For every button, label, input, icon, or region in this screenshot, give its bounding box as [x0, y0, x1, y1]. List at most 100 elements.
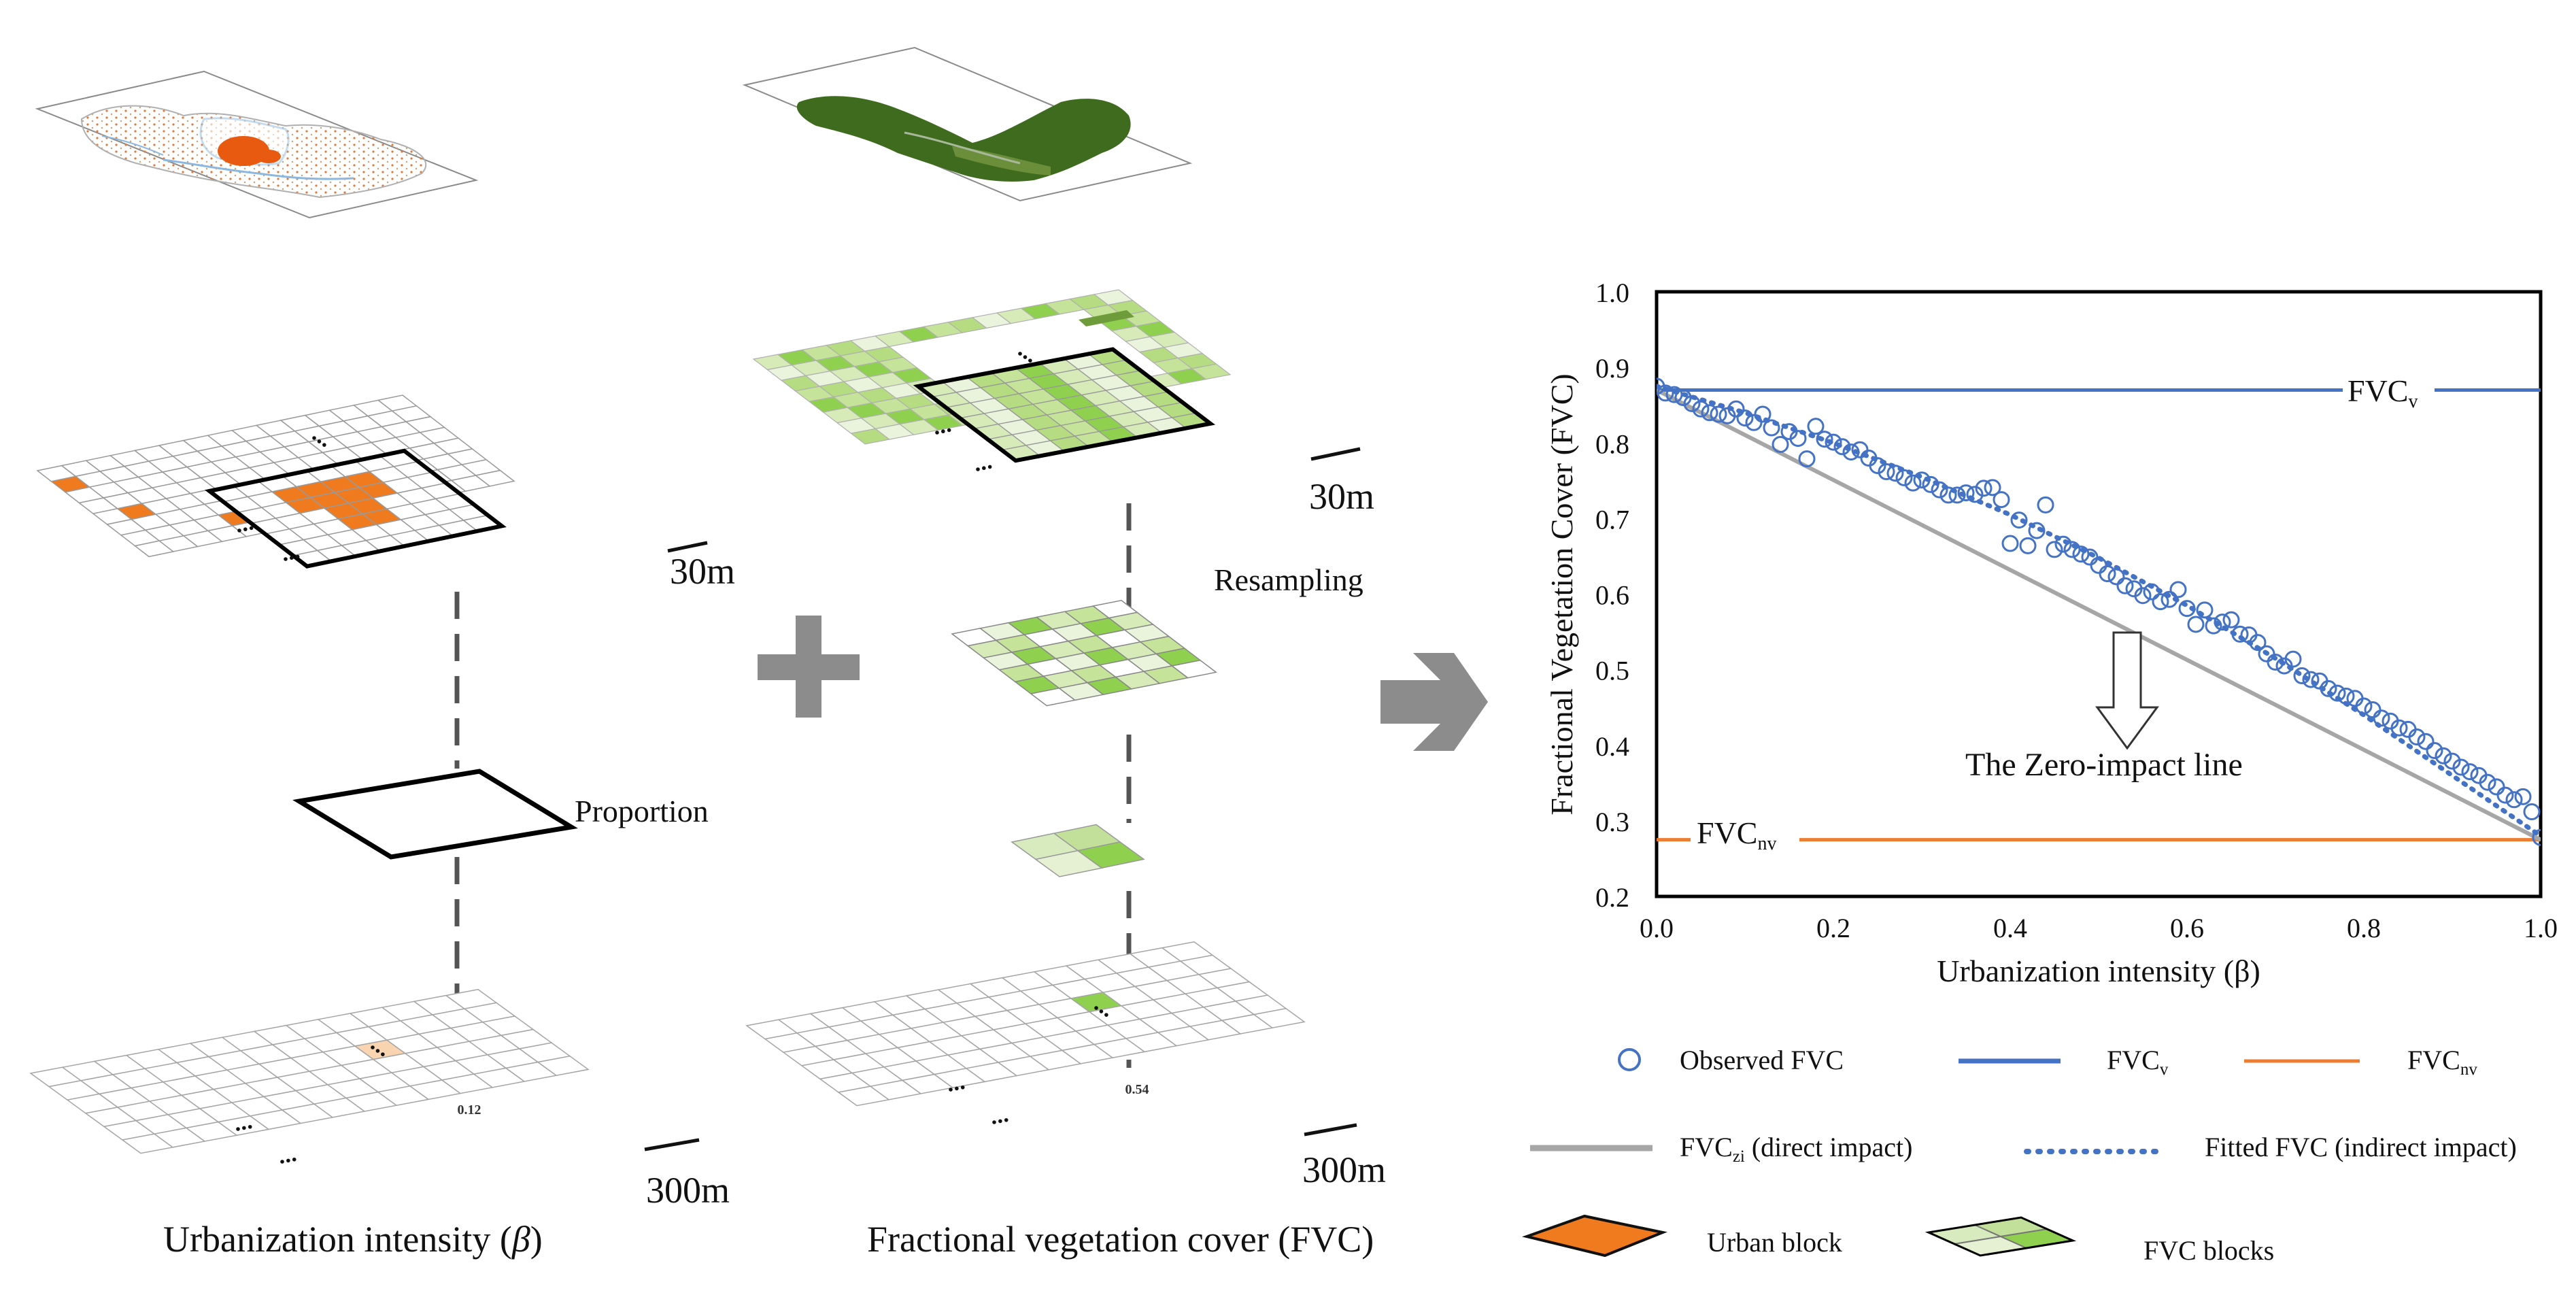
ellipsis-dot	[992, 1120, 996, 1124]
legend-fvc-v: FVCv	[1959, 1045, 2169, 1079]
fvc-map	[796, 96, 1131, 182]
ellipsis-dot	[1004, 1117, 1009, 1122]
x-tick-label: 0.8	[2347, 913, 2381, 943]
observed-point	[2178, 600, 2196, 618]
observed-point	[2037, 496, 2054, 514]
observed-point	[2028, 522, 2046, 539]
x-axis-title: Urbanization intensity (β)	[1937, 954, 2260, 988]
observed-point	[1984, 479, 2001, 497]
ellipsis-dot	[1023, 355, 1028, 359]
legend-fvc-nv: FVCnv	[2244, 1045, 2477, 1079]
scale-label-300m-left: 300m	[646, 1170, 730, 1211]
ellipsis-dot	[249, 526, 254, 531]
y-tick-label: 0.5	[1595, 656, 1629, 686]
scale-label-30m-left: 30m	[670, 551, 735, 592]
fvc-coarse-grid	[745, 941, 1306, 1124]
observed-point	[2479, 773, 2496, 791]
legend-fvc-blocks: FVC blocks	[1925, 1216, 2274, 1266]
fvc-fine-grid	[752, 289, 1232, 471]
ellipsis-dot	[960, 1085, 965, 1090]
observed-point	[1807, 418, 1825, 435]
ellipsis-dot	[982, 466, 986, 471]
observed-point	[2443, 752, 2461, 770]
ellipsis-dot	[236, 1127, 240, 1131]
fvc-caption: Fractional vegetation cover (FVC)	[867, 1219, 1374, 1260]
legend-fvc-v-label: FVCv	[2107, 1045, 2169, 1079]
observed-point	[2160, 590, 2178, 608]
observed-point	[1842, 443, 1860, 461]
observed-point	[1993, 491, 2010, 509]
zero-impact-annotation: The Zero-impact line	[1965, 747, 2243, 783]
observed-point	[1869, 457, 1886, 475]
observed-point	[1895, 469, 1913, 486]
observed-point	[1904, 474, 1922, 492]
x-tick-label: 0.0	[1640, 913, 1674, 943]
observed-point	[2187, 616, 2205, 633]
observed-point	[1763, 419, 1780, 437]
observed-point	[2249, 634, 2267, 652]
ellipsis-dot	[949, 1088, 953, 1092]
observed-point	[2408, 728, 2426, 746]
right-arrow-icon	[1380, 653, 1488, 751]
y-tick-label: 0.2	[1595, 882, 1629, 913]
observed-point	[1772, 435, 1789, 453]
x-tick-label: 1.0	[2524, 913, 2558, 943]
observed-point	[2302, 671, 2320, 688]
observed-point	[2337, 688, 2355, 705]
observed-point	[2452, 758, 2470, 776]
ellipsis-dot	[1099, 1009, 1104, 1013]
urban-map	[80, 105, 427, 199]
observed-point	[2099, 565, 2116, 582]
fvc-blocks-icon	[1925, 1216, 2077, 1257]
ellipsis-dot	[280, 1160, 284, 1164]
ellipsis-dot	[987, 465, 992, 469]
grid-cell	[537, 1056, 590, 1076]
observed-point	[2426, 742, 2443, 760]
observed-point	[2107, 568, 2125, 586]
observed-point	[2072, 545, 2090, 563]
ellipsis-dot	[284, 557, 288, 561]
observed-point	[2046, 541, 2063, 558]
urban-coarse-grid	[29, 989, 590, 1164]
observed-point	[2143, 583, 2160, 601]
observed-point	[2320, 679, 2337, 697]
observed-point	[1674, 389, 1692, 407]
ellipsis-dot	[292, 1157, 296, 1162]
observed-point	[2010, 511, 2028, 529]
x-tick-label: 0.6	[2170, 913, 2204, 943]
y-tick-label: 0.3	[1595, 807, 1629, 837]
observed-point	[2496, 786, 2514, 804]
ellipsis-dot	[371, 1045, 375, 1049]
grid-cell	[1170, 659, 1217, 679]
ellipsis-dot	[935, 431, 939, 435]
observed-point	[1886, 465, 1904, 482]
ellipsis-dot	[1028, 358, 1032, 363]
observed-point	[2267, 654, 2284, 671]
ellipsis-dot	[242, 1126, 246, 1130]
fvc-resampled-grid	[951, 599, 1217, 707]
observed-point	[1657, 384, 1674, 402]
observed-point	[1798, 450, 1816, 468]
y-tick-label: 1.0	[1595, 277, 1629, 308]
urbanization-caption: Urbanization intensity (β)	[163, 1219, 543, 1260]
fvc-v-inline-label: FVCv	[2348, 373, 2418, 412]
observed-point	[2373, 709, 2390, 727]
observed-point	[1789, 430, 1807, 448]
legend-fvc-blocks-label: FVC blocks	[2143, 1235, 2274, 1266]
legend-fvc-zi: FVCzi (direct impact)	[1530, 1132, 1912, 1166]
observed-point	[2019, 537, 2037, 554]
dark-cell	[1079, 310, 1134, 326]
observed-point	[1692, 400, 1710, 418]
observed-point	[2116, 577, 2134, 594]
grid-cell	[1253, 1008, 1306, 1028]
y-tick-label: 0.7	[1595, 504, 1629, 535]
resampling-label: Resampling	[1214, 562, 1363, 597]
ellipsis-dot	[955, 1086, 959, 1091]
fine-grid-highlight	[204, 448, 507, 569]
observed-point	[2169, 581, 2187, 599]
ellipsis-dot	[295, 554, 300, 559]
observed-point	[2390, 719, 2408, 737]
y-tick-label: 0.8	[1595, 428, 1629, 459]
